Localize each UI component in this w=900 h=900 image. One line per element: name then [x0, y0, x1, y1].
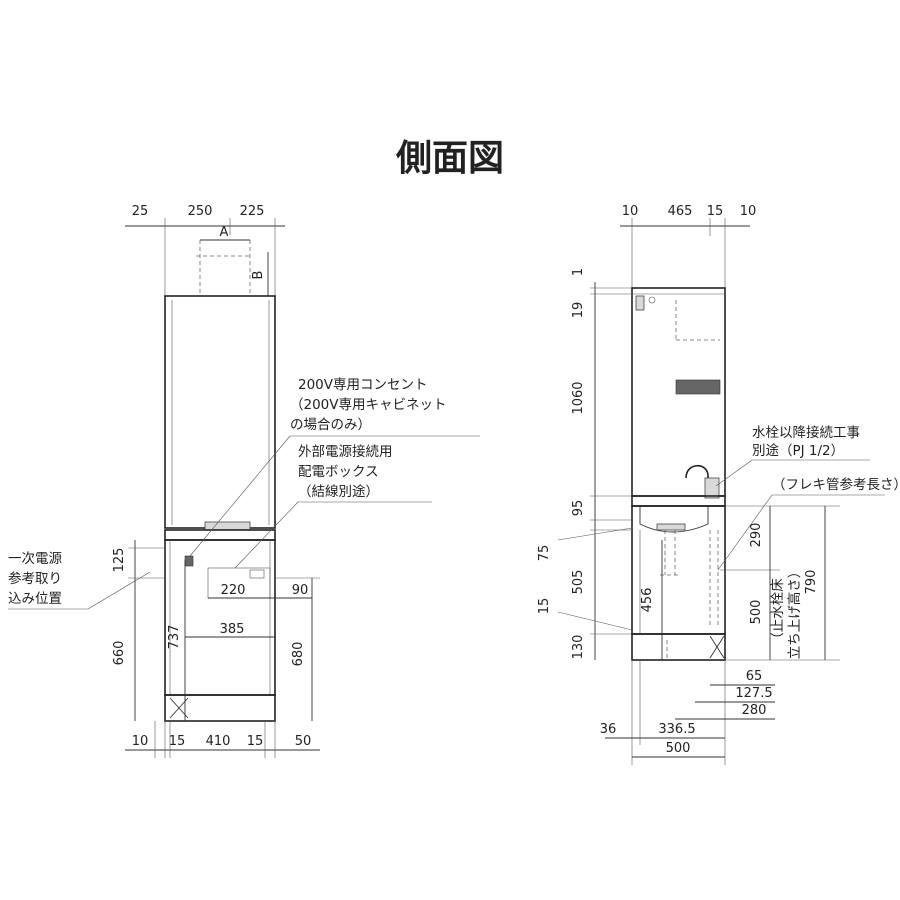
counter-top	[164, 529, 276, 541]
power-note-line2: 参考取り	[8, 570, 62, 587]
dim-500-horizontal: 500	[666, 741, 691, 756]
lower-cabinet	[164, 539, 276, 696]
sink-plinth	[631, 633, 726, 661]
sink-bowl	[639, 506, 709, 533]
dim-65: 65	[746, 669, 763, 684]
left-cabinet-view: 25 250 225 A B 200V専用コンセント （200V専用キャビネット	[8, 204, 480, 758]
faucet-note-line1: 水栓以降接続工事	[752, 424, 860, 441]
dim-36: 36	[600, 722, 617, 737]
box-note-line1: 外部電源接続用	[298, 443, 393, 460]
faucet-icon	[685, 464, 709, 492]
dim-505: 505	[571, 570, 586, 595]
power-note-line3: 込み位置	[8, 591, 62, 607]
dim-290: 290	[749, 523, 764, 548]
valve-note-line1: （止水栓床	[770, 578, 786, 646]
hinge-icon	[648, 296, 656, 304]
dim-737: 737	[167, 625, 182, 650]
dim-90: 90	[292, 583, 309, 598]
plinth	[164, 694, 276, 722]
right-top-dim-15: 15	[707, 204, 724, 219]
power-note-line1: 一次電源	[8, 551, 62, 567]
page-title: 側面図	[395, 138, 504, 179]
right-top-dim-10b: 10	[740, 204, 757, 219]
dim-660: 660	[112, 641, 127, 666]
dim-15-right: 15	[537, 598, 552, 615]
dim-500-vertical: 500	[749, 600, 764, 625]
cooktop	[204, 521, 251, 531]
dim-1: 1	[571, 268, 586, 276]
dim-456: 456	[640, 588, 655, 613]
dim-1060: 1060	[571, 381, 586, 414]
box-terminal	[249, 569, 265, 579]
shelf-bracket	[635, 295, 645, 311]
left-bottom-dim-15a: 15	[169, 734, 186, 749]
dish-rack	[675, 379, 721, 395]
left-top-dim-250: 250	[188, 204, 213, 219]
left-top-dim-225: 225	[240, 204, 265, 219]
right-top-dim-465: 465	[668, 204, 693, 219]
dim-130: 130	[571, 635, 586, 660]
valve-note-line2: 立ち上げ高さ）	[786, 565, 803, 660]
label-a: A	[220, 225, 229, 240]
left-bottom-dim-15b: 15	[247, 734, 264, 749]
left-top-dim-25: 25	[132, 204, 149, 219]
outlet-icon	[184, 555, 194, 567]
dim-95: 95	[571, 500, 586, 517]
dim-19: 19	[571, 302, 586, 319]
dim-125: 125	[112, 548, 127, 573]
dim-336-5: 336.5	[658, 722, 695, 737]
sink-drain	[656, 523, 686, 531]
left-bottom-dim-50: 50	[295, 734, 312, 749]
right-cabinet-view: 10 465 15 10 1	[537, 204, 900, 765]
outlet-note-line2: （200V専用キャビネット	[290, 397, 447, 413]
faucet-note-line2: 別途（PJ 1/2）	[752, 442, 844, 459]
right-top-dim-10a: 10	[622, 204, 639, 219]
box-note-line2: 配電ボックス	[298, 464, 379, 480]
outlet-note-line3: の場合のみ）	[290, 417, 371, 433]
dim-127-5: 127.5	[735, 686, 772, 701]
label-b: B	[251, 271, 266, 280]
dim-680: 680	[291, 642, 306, 667]
tall-cabinet-body	[164, 295, 276, 529]
dim-280: 280	[742, 703, 767, 718]
left-bottom-dim-10: 10	[132, 734, 149, 749]
left-bottom-dim-410: 410	[206, 734, 231, 749]
dim-385: 385	[220, 622, 245, 637]
dim-790: 790	[804, 570, 819, 595]
box-note-line3: （結線別途）	[298, 483, 379, 500]
dim-220: 220	[221, 583, 246, 598]
outlet-note-line1: 200V専用コンセント	[298, 377, 428, 393]
flex-pipe-note: （フレキ管参考長さ）	[772, 476, 900, 493]
faucet-body	[704, 477, 720, 499]
dim-75: 75	[537, 545, 552, 562]
